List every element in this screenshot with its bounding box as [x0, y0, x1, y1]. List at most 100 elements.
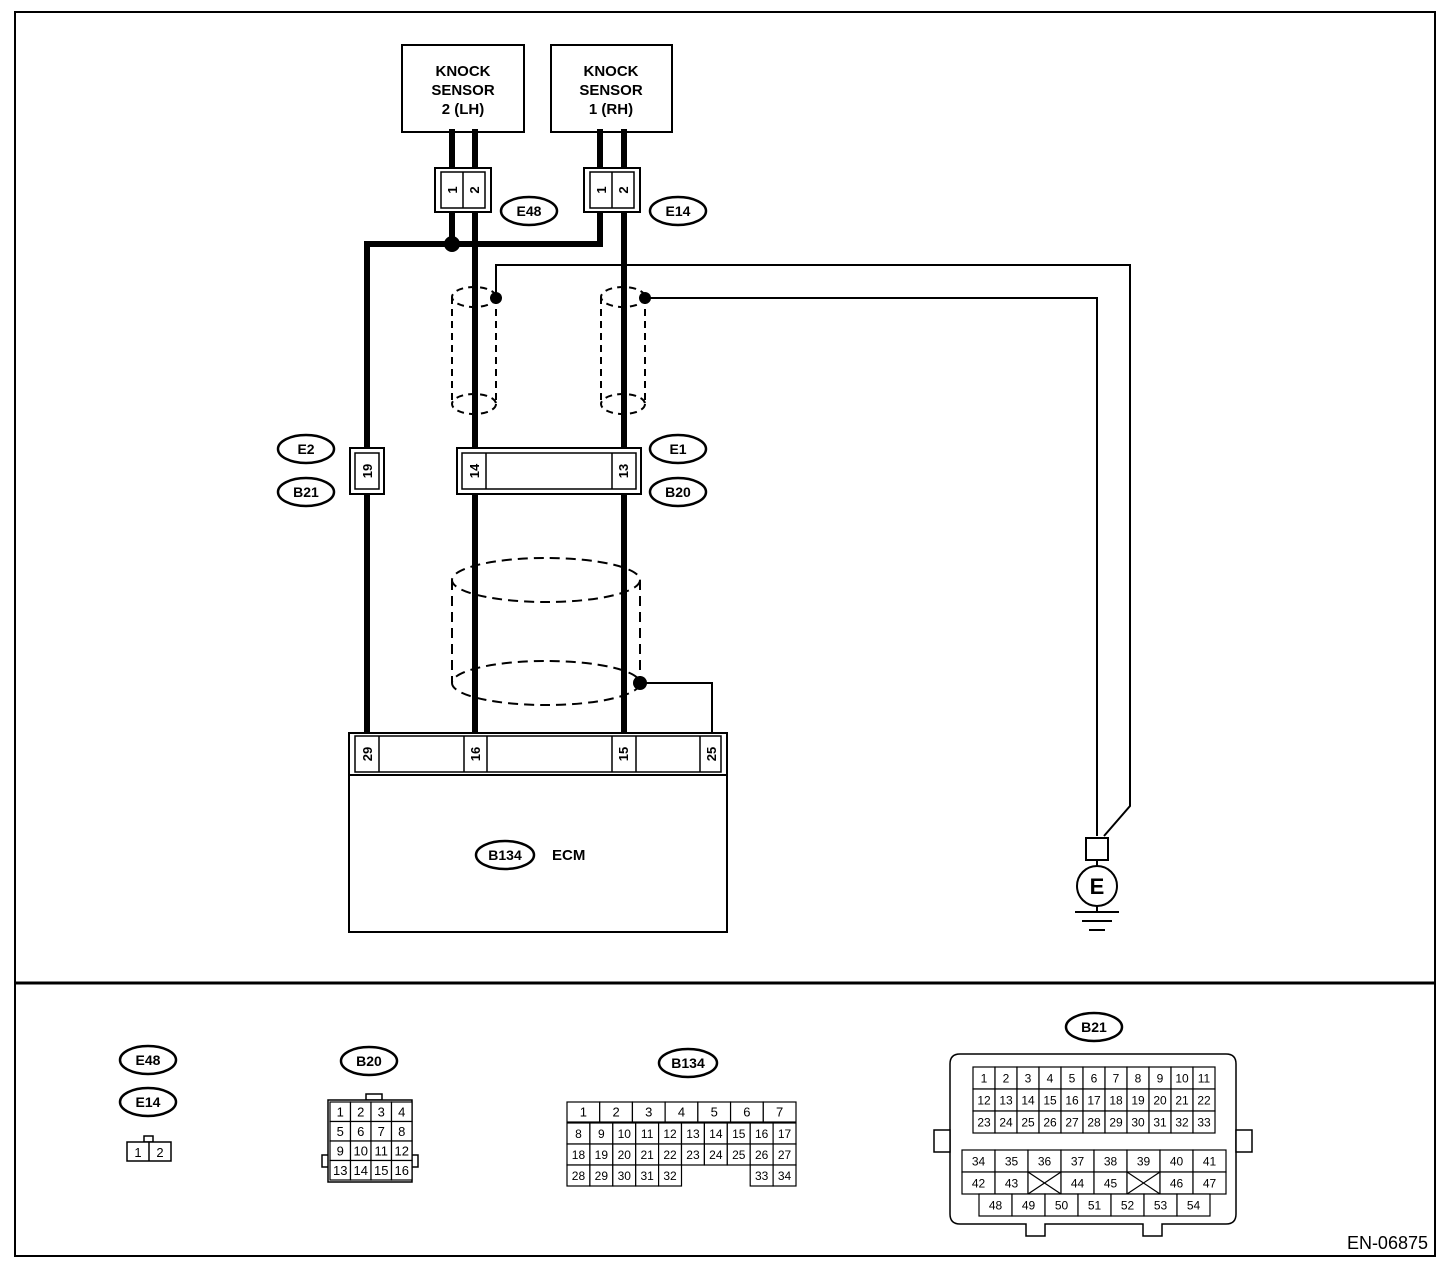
b21-pin-pin-label: 27	[1065, 1115, 1079, 1129]
b134-pin-cell	[657, 1164, 683, 1187]
b20-pin-pin-label: 3	[378, 1104, 385, 1119]
ecm-module: 29 16 15 25 B134 ECM	[348, 732, 728, 933]
e48-pin-1: 1	[445, 186, 460, 193]
b134-pin-pin-label: 10	[618, 1127, 632, 1141]
b20-pin-pin-label: 6	[357, 1124, 364, 1139]
b21-pin-pin-label: 7	[1113, 1071, 1120, 1085]
b21-pin-pin-label: 48	[989, 1198, 1003, 1212]
b20-pin-pin-label: 2	[357, 1104, 364, 1119]
b20-pin-pin-label: 13	[333, 1163, 347, 1178]
footer-e48-pin-1: 1	[134, 1145, 141, 1160]
b21-pin-pin-label: 32	[1175, 1115, 1189, 1129]
b21-pin-pin-label: 38	[1104, 1154, 1118, 1168]
b134-pin-pin-label: 19	[595, 1148, 609, 1162]
knock-sensor-1-line2: SENSOR	[579, 82, 643, 99]
footer-e48-e14: E48 E14 1 2	[118, 1044, 178, 1162]
b20-pin-pin-label: 11	[375, 1143, 389, 1158]
b21-pin-pin-label: 45	[1104, 1176, 1118, 1190]
b21-pin-pin-label: 23	[977, 1115, 991, 1129]
label-b21: B21	[276, 476, 336, 508]
connector-e14: 1 2	[583, 167, 641, 213]
b21-pin-pin-label: 40	[1170, 1154, 1184, 1168]
b21-pin-pin-label: 28	[1087, 1115, 1101, 1129]
label-b20: B20	[648, 476, 708, 508]
shield-main	[451, 557, 641, 706]
b21-pin-pin-label: 29	[1109, 1115, 1123, 1129]
b21-pin-pin-label: 26	[1043, 1115, 1057, 1129]
b20-pin-pin-label: 4	[398, 1104, 405, 1119]
b21-pin-pin-label: 39	[1137, 1154, 1151, 1168]
b21-pin-pin-label: 3	[1025, 1071, 1032, 1085]
b21-pin-pin-label: 2	[1003, 1071, 1010, 1085]
document-code: EN-06875	[1347, 1233, 1428, 1253]
b21-pin-pin-label: 49	[1022, 1198, 1036, 1212]
b20-pin-pin-label: 5	[337, 1124, 344, 1139]
b21-pin-pin-label: 11	[1198, 1071, 1211, 1085]
b134-pin-pin-label: 24	[709, 1148, 723, 1162]
e48-pin-2: 2	[467, 186, 482, 193]
b20-pin-pin-label: 9	[337, 1143, 344, 1158]
b134-pin-pin-label: 32	[663, 1169, 677, 1183]
b134-pin-pin-label: 25	[732, 1148, 746, 1162]
b21-pin-pin-label: 33	[1197, 1115, 1211, 1129]
b21-pin-pin-label: 54	[1187, 1198, 1201, 1212]
b21-pin-pin-label: 16	[1065, 1093, 1079, 1107]
b21-pin-pin-label: 18	[1109, 1093, 1123, 1107]
pin-16: 16	[468, 747, 483, 761]
e1-id: E1	[669, 441, 686, 457]
b134-pin-pin-label: 34	[778, 1169, 792, 1183]
b134-pin-pin-label: 6	[743, 1105, 750, 1120]
label-e48: E48	[499, 195, 559, 227]
b20-pin-pin-label: 14	[354, 1163, 368, 1178]
footer-b20-label: B20	[356, 1053, 382, 1069]
b21-pin-pin-label: 4	[1047, 1071, 1054, 1085]
b134-pin-pin-label: 20	[618, 1148, 632, 1162]
e14-pin-2: 2	[616, 186, 631, 193]
label-e1: E1	[648, 433, 708, 465]
b21-pin-pin-label: 6	[1091, 1071, 1098, 1085]
b20-pin-pin-label: 8	[398, 1124, 405, 1139]
connector-e48: 1 2	[434, 167, 492, 213]
b21-pin-pin-label: 53	[1154, 1198, 1168, 1212]
b21-pin-pin-label: 34	[972, 1154, 986, 1168]
footer-b134-label: B134	[671, 1055, 705, 1071]
b134-pin-pin-label: 31	[640, 1169, 654, 1183]
b20-pin-pin-label: 16	[395, 1163, 409, 1178]
pin-15: 15	[616, 747, 631, 761]
b21-pin-pin-label: 8	[1135, 1071, 1142, 1085]
shield-lh	[451, 286, 497, 415]
b21-pin-pin-label: 24	[999, 1115, 1013, 1129]
e14-pin-1: 1	[594, 186, 609, 193]
ground-label: E	[1090, 874, 1105, 899]
knock-sensor-1-line3: 1 (RH)	[589, 101, 633, 118]
b134-pin-pin-label: 8	[575, 1127, 582, 1141]
b21-id: B21	[293, 484, 319, 500]
b134-pin-pin-label: 33	[755, 1169, 769, 1183]
b21-pin-pin-label: 35	[1005, 1154, 1019, 1168]
ground-symbol: E	[1075, 837, 1119, 931]
b134-pin-pin-label: 1	[580, 1105, 587, 1120]
b20-pin-pin-label: 10	[354, 1143, 368, 1158]
b21-pin-pin-label: 1	[981, 1071, 988, 1085]
footer-e14-label: E14	[136, 1094, 161, 1110]
b134-pin-pin-label: 13	[686, 1127, 700, 1141]
b134-id: B134	[488, 847, 522, 863]
b21-pin-pin-label: 46	[1170, 1176, 1184, 1190]
b134-pin-pin-label: 3	[645, 1105, 652, 1120]
b134-pin-pin-label: 23	[686, 1148, 700, 1162]
b21-pin-pin-label: 14	[1021, 1093, 1035, 1107]
knock-sensor-2-line3: 2 (LH)	[442, 101, 485, 118]
b134-pin-pin-label: 21	[640, 1148, 654, 1162]
b21-pin-pin-label: 31	[1153, 1115, 1167, 1129]
b134-pin-pin-label: 17	[778, 1127, 792, 1141]
e14-id: E14	[666, 203, 691, 219]
b134-pin-pin-label: 16	[755, 1127, 769, 1141]
b21-pin-pin-label: 52	[1121, 1198, 1135, 1212]
b134-pin-pin-label: 27	[778, 1148, 792, 1162]
b21-pin-pin-label: 9	[1157, 1071, 1164, 1085]
pin-25: 25	[704, 747, 719, 761]
b21-pin-pin-label: 41	[1203, 1154, 1217, 1168]
shield-rh	[600, 286, 646, 415]
